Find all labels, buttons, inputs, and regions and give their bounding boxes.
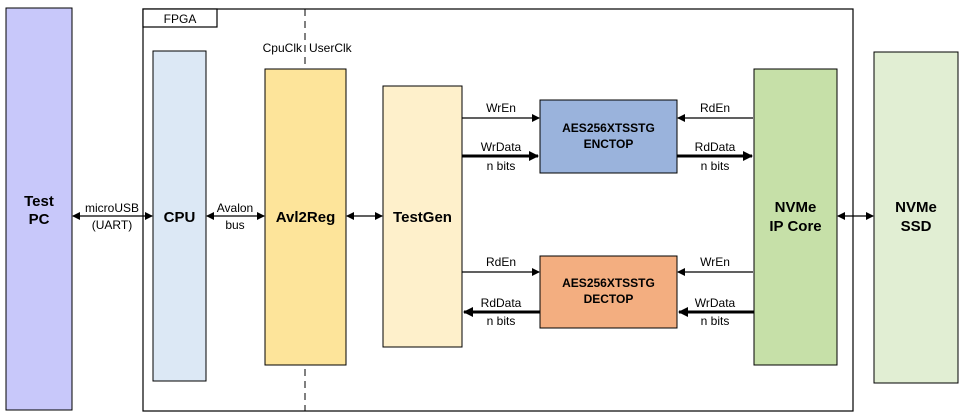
aes-dec-block: AES256XTSSTG DECTOP <box>539 255 678 329</box>
enc-wrdata-width-label: n bits <box>487 159 516 173</box>
fpga-boundary <box>142 8 854 412</box>
dec-wrdata-width-label: n bits <box>701 314 730 328</box>
nvme-ssd-block: NVMe SSD <box>873 51 959 384</box>
cpu-block: CPU <box>152 50 207 382</box>
pc-cpu-link-sublabel: (UART) <box>92 218 132 232</box>
avl2reg-block: Avl2Reg <box>264 68 347 366</box>
testgen-block: TestGen <box>382 85 463 348</box>
svg-text:SSD: SSD <box>901 218 932 235</box>
svg-text:TestGen: TestGen <box>393 209 452 226</box>
svg-text:AES256XTSSTG: AES256XTSSTG <box>562 121 655 135</box>
dec-rden-label: RdEn <box>486 255 516 269</box>
svg-text:NVMe: NVMe <box>895 199 937 216</box>
svg-text:Test: Test <box>24 193 54 210</box>
dec-rddata-label: RdData <box>481 296 522 310</box>
dec-rddata-width-label: n bits <box>487 314 516 328</box>
fpga-tab: FPGA <box>142 8 218 28</box>
cpu-avl2reg-link-label: Avalon <box>217 201 253 215</box>
svg-text:NVMe: NVMe <box>775 199 817 216</box>
svg-text:Avl2Reg: Avl2Reg <box>276 209 335 226</box>
nvme-ip-core-block: NVMe IP Core <box>753 68 838 366</box>
enc-rddata-label: RdData <box>695 140 736 154</box>
svg-text:ENCTOP: ENCTOP <box>584 137 634 151</box>
enc-wrdata-label: WrData <box>481 140 522 154</box>
svg-text:DECTOP: DECTOP <box>584 292 634 306</box>
aes-enc-block: AES256XTSSTG ENCTOP <box>539 99 678 174</box>
svg-text:PC: PC <box>29 211 50 228</box>
svg-text:CPU: CPU <box>164 209 196 226</box>
enc-wren-label: WrEn <box>486 101 516 115</box>
user-clock-label: UserClk <box>309 41 353 55</box>
dec-wrdata-label: WrData <box>695 296 736 310</box>
cpu-clock-label: CpuClk <box>263 41 303 55</box>
enc-rden-label: RdEn <box>700 101 730 115</box>
test-pc-block: Test PC <box>5 7 73 411</box>
svg-text:IP Core: IP Core <box>769 218 821 235</box>
fpga-label: FPGA <box>164 12 197 26</box>
cpu-avl2reg-link-sublabel: bus <box>225 218 244 232</box>
svg-text:AES256XTSSTG: AES256XTSSTG <box>562 276 655 290</box>
enc-rddata-width-label: n bits <box>701 159 730 173</box>
pc-cpu-link-label: microUSB <box>85 201 139 215</box>
dec-wren-label: WrEn <box>700 255 730 269</box>
